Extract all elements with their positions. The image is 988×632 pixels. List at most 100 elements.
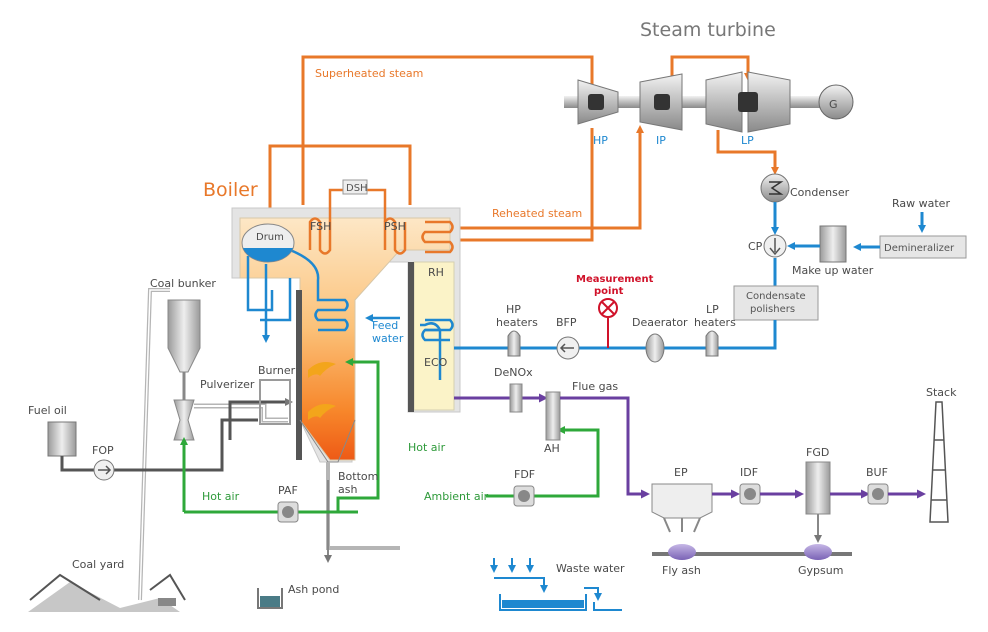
label-condensate-1: Condensate [746, 291, 806, 302]
waste-flow [494, 577, 548, 593]
buf-fan-rotor [872, 488, 884, 500]
conveyor-inner [139, 289, 170, 601]
label-hot-air-left: Hot air [202, 490, 240, 503]
ash-pond [257, 588, 283, 609]
label-bottom-ash-2: ash [338, 483, 357, 496]
label-make-up-water: Make up water [792, 264, 874, 277]
label-feed-1: Feed [372, 319, 398, 332]
fdf-fan-rotor [518, 490, 530, 502]
ip-to-lp-crossover [670, 55, 752, 81]
furnace-left-wall [296, 290, 302, 460]
label-demineralizer: Demineralizer [884, 243, 955, 254]
label-raw-water: Raw water [892, 197, 950, 210]
label-condensate-2: polishers [750, 304, 795, 315]
label-hp: HP [593, 134, 608, 147]
hp-heater [507, 330, 521, 357]
label-fuel-oil: Fuel oil [28, 404, 67, 417]
label-waste-water: Waste water [556, 562, 625, 575]
label-gypsum: Gypsum [798, 564, 843, 577]
waste-basin-2 [593, 602, 622, 611]
hp-exhaust-line [455, 128, 594, 242]
label-deaerator: Deaerator [632, 316, 688, 329]
burner-box [259, 379, 291, 425]
reheated-steam-line [455, 125, 644, 230]
denox-unit [509, 383, 523, 413]
make-up-water-tank [819, 225, 847, 263]
pulverizer [173, 399, 195, 441]
ep-unit [651, 483, 713, 519]
ah-unit [545, 391, 561, 441]
superheated-steam-line [301, 55, 596, 205]
burner-feed [228, 398, 293, 440]
generator [818, 84, 854, 120]
ep-hoppers [663, 517, 701, 533]
flue-gas-system [454, 383, 949, 560]
fsh-feed-line [268, 144, 412, 230]
stack [929, 401, 949, 523]
hopper-bottom [299, 419, 356, 463]
label-fgd: FGD [806, 446, 829, 459]
label-bottom-ash-1: Bottom [338, 470, 378, 483]
label-denox: DeNOx [494, 366, 533, 379]
fuel-oil-tank [47, 421, 77, 457]
psh-coil [383, 217, 407, 255]
flame-2 [308, 404, 336, 420]
label-ah: AH [544, 442, 560, 455]
ground-line [652, 552, 852, 556]
label-hot-air-mid: Hot air [408, 441, 446, 454]
label-burner: Burner [258, 364, 296, 377]
coal-yard-hopper [158, 598, 176, 606]
paf-fan-rotor [282, 506, 294, 518]
label-hp-heaters-2: heaters [496, 316, 538, 329]
fsh-coil [308, 217, 332, 255]
label-paf: PAF [278, 484, 298, 497]
label-feed-2: water [372, 332, 404, 345]
label-generator: G [829, 98, 838, 111]
dsh-box [342, 179, 368, 195]
label-ip: IP [656, 134, 666, 147]
hp-blades [588, 94, 604, 110]
fuel-oil-to-burner [140, 418, 258, 472]
ash-pond-water [260, 596, 280, 607]
coal-bunker [167, 299, 201, 373]
lp-heater [705, 330, 719, 357]
label-psh: PSH [384, 220, 406, 233]
flue-gas-line-2 [560, 396, 650, 499]
coal-system [28, 288, 293, 612]
feedwater-line [454, 298, 777, 363]
label-drum: Drum [256, 232, 284, 243]
fans [277, 485, 535, 523]
label-lp: LP [741, 134, 754, 147]
label-coal-bunker: Coal bunker [150, 277, 216, 290]
ambient-air-line [486, 426, 600, 498]
condensate-system [733, 173, 967, 321]
label-fsh: FSH [310, 220, 331, 233]
label-hp-heaters-1: HP [506, 303, 521, 316]
label-coal-yard: Coal yard [72, 558, 124, 571]
label-ep: EP [674, 466, 688, 479]
title-steam-turbine: Steam turbine [640, 19, 776, 41]
measurement-cross [601, 301, 615, 315]
eco-left-wall [408, 262, 414, 412]
waste-flow-2 [584, 587, 602, 601]
label-ambient-air: Ambient air [424, 490, 489, 503]
label-idf: IDF [740, 466, 758, 479]
bfp-arrow [559, 343, 574, 353]
eco-section [413, 261, 455, 411]
rh-coil [421, 220, 454, 254]
air-system [180, 358, 600, 514]
eco-coil [421, 318, 454, 342]
label-bfp: BFP [556, 316, 577, 329]
label-rh: RH [428, 266, 444, 279]
label-fly-ash: Fly ash [662, 564, 701, 577]
drum-return [260, 278, 292, 322]
label-eco: ECO [424, 356, 448, 369]
coal-yard-pile [28, 582, 180, 612]
hot-air-main [336, 358, 380, 512]
label-lp-heaters-2: heaters [694, 316, 736, 329]
label-dsh: DSH [346, 183, 368, 194]
label-pulverizer: Pulverizer [200, 378, 255, 391]
ip-blades [654, 94, 670, 110]
fly-ash-pile [668, 544, 696, 560]
